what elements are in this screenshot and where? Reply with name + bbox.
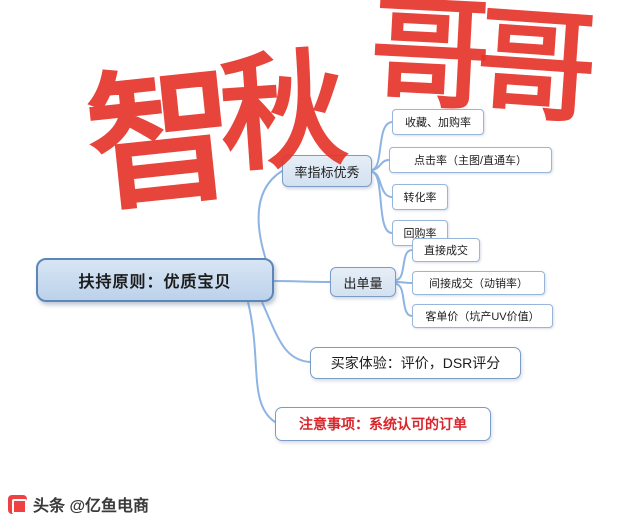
- source-attribution: 头条 @亿鱼电商: [8, 492, 149, 516]
- branch-node-order-volume: 出单量: [330, 267, 396, 297]
- root-node-support-principle: 扶持原则：优质宝贝: [36, 258, 274, 302]
- branch-node-rate-metrics: 率指标优秀: [282, 155, 372, 187]
- leaf-node-favorite-addcart-rate: 收藏、加购率: [392, 109, 484, 135]
- source-label: 头条 @亿鱼电商: [33, 498, 150, 515]
- leaf-node-indirect-deals: 间接成交（动销率）: [412, 271, 545, 295]
- toutiao-logo-icon: [8, 494, 27, 514]
- leaf-node-avg-order-value: 客单价（坑产UV价值）: [412, 304, 553, 328]
- branch-node-buyer-experience: 买家体验：评价，DSR评分: [310, 347, 521, 379]
- leaf-node-conversion-rate: 转化率: [392, 184, 448, 210]
- leaf-node-direct-deals: 直接成交: [412, 238, 480, 262]
- branch-node-notice: 注意事项：系统认可的订单: [275, 407, 491, 441]
- leaf-node-click-rate: 点击率（主图/直通车）: [389, 147, 552, 173]
